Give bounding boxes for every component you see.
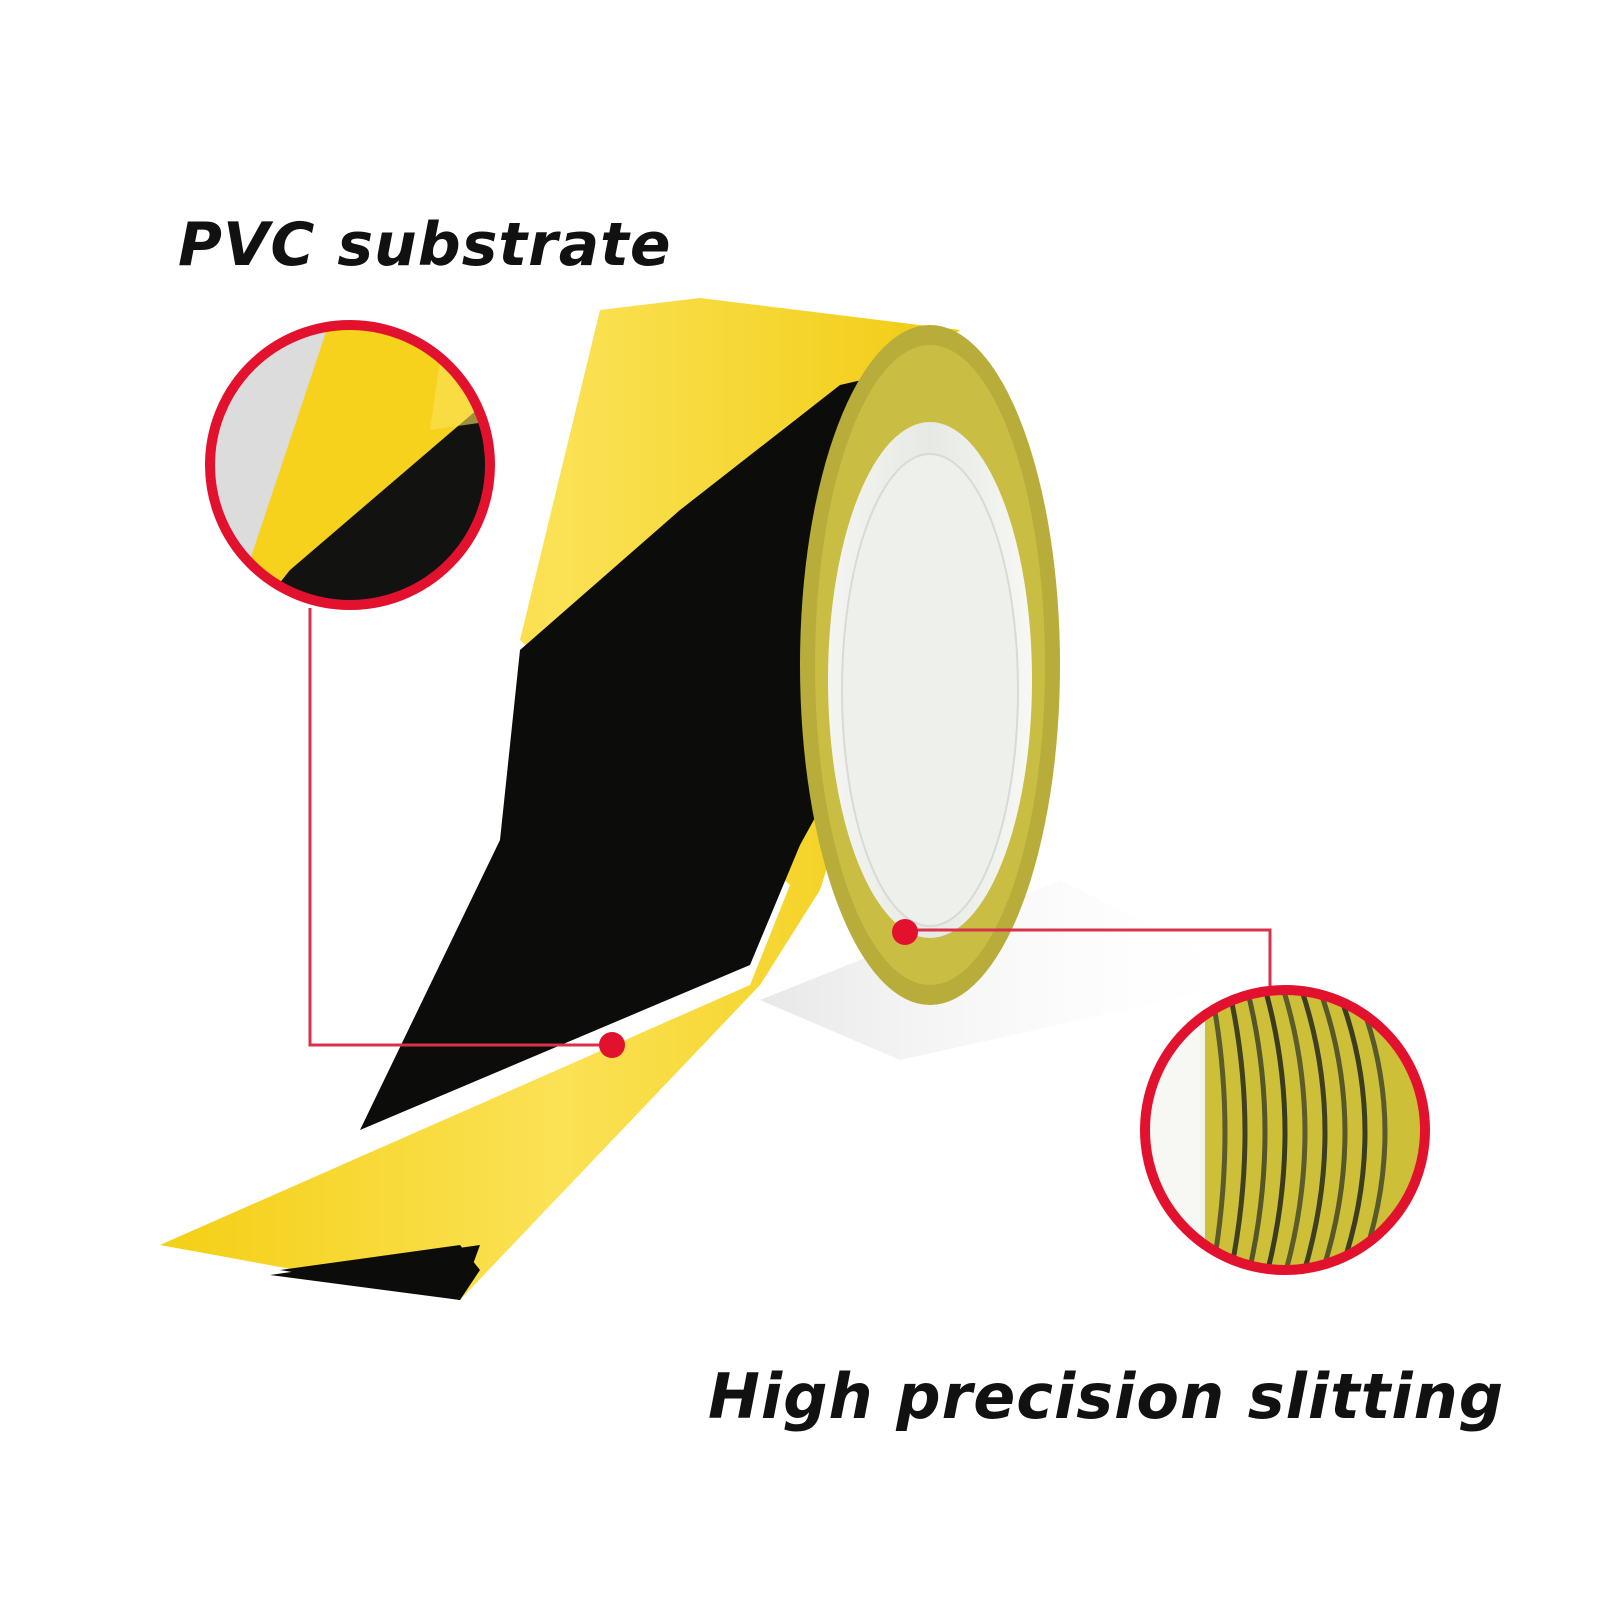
tape-stripe-bottom	[270, 1245, 480, 1300]
edge-layers	[1205, 990, 1425, 1270]
label-pvc-substrate: PVC substrate	[178, 210, 672, 280]
callout-line-slitting	[905, 928, 1272, 990]
zoom-edge-circle	[1140, 985, 1430, 1275]
label-high-precision-slitting: High precision slitting	[708, 1360, 1505, 1433]
callout-dot-pvc	[599, 1032, 625, 1058]
zoom-surface-circle	[205, 320, 495, 610]
callout-dot-slitting	[892, 919, 918, 945]
tape-stripe-main	[360, 370, 905, 1130]
roll-shadow	[760, 880, 1260, 1060]
roll-core-hole	[841, 453, 1019, 927]
callout-line-pvc	[308, 608, 612, 1047]
